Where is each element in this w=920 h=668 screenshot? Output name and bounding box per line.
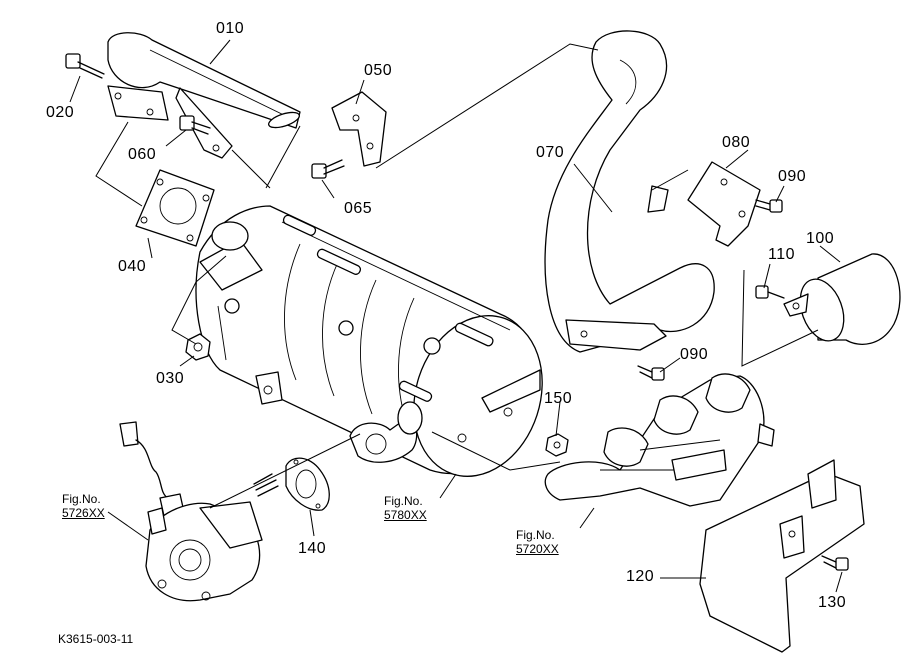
bolt-130: [821, 555, 849, 571]
figure-ref-number: 5780XX: [384, 508, 427, 522]
callout-020: 020: [46, 104, 75, 121]
gasket-040: [135, 169, 215, 247]
callout-140: 140: [298, 540, 327, 557]
stud-bolt: [253, 473, 279, 497]
nut-030: [185, 333, 211, 361]
callout-070: 070: [536, 144, 565, 161]
callout-150: 150: [544, 390, 573, 407]
callout-010: 010: [216, 20, 245, 37]
bracket-080: [687, 161, 761, 247]
drawing-code: K3615-003-11: [58, 632, 134, 646]
turbo-sensor-assembly-5726XX: [119, 421, 263, 602]
figure-ref-5720XX[interactable]: Fig.No. 5720XX: [516, 528, 559, 556]
bolt-110: [755, 285, 785, 299]
figure-ref-number: 5720XX: [516, 542, 559, 556]
callout-065: 065: [344, 200, 373, 217]
callout-110: 110: [768, 246, 796, 263]
inlet-pipe-010: [107, 32, 301, 159]
gasket-140: [285, 457, 330, 511]
callout-130: 130: [818, 594, 847, 611]
bolt-090-lower: [637, 365, 665, 381]
figure-ref-label: Fig.No.: [62, 492, 101, 506]
heat-shield-120: [699, 459, 865, 653]
bolt-090-upper: [755, 199, 783, 213]
figure-ref-label: Fig.No.: [384, 494, 423, 508]
callout-120: 120: [626, 568, 655, 585]
bolt-020: [65, 53, 105, 79]
leader-lines: [69, 39, 843, 593]
figure-ref-5780XX[interactable]: Fig.No. 5780XX: [384, 494, 427, 522]
bolt-060: [179, 115, 211, 135]
callout-040: 040: [118, 258, 147, 275]
nut-150: [545, 433, 569, 457]
tail-cap-100: [783, 253, 901, 345]
bolt-065: [311, 159, 345, 179]
callout-100: 100: [806, 230, 835, 247]
figure-ref-5726XX[interactable]: Fig.No. 5726XX: [62, 492, 105, 520]
callout-050: 050: [364, 62, 393, 79]
callout-090-lower: 090: [680, 346, 709, 363]
callout-030: 030: [156, 370, 185, 387]
bracket-050: [331, 91, 387, 167]
figure-ref-label: Fig.No.: [516, 528, 555, 542]
dpf-muffler-5780XX: [195, 205, 543, 477]
exhaust-manifold-5720XX: [544, 373, 775, 507]
callout-060: 060: [128, 146, 157, 163]
figure-ref-number: 5726XX: [62, 506, 105, 520]
tail-pipe-070: [544, 30, 715, 353]
callout-090-upper: 090: [778, 168, 807, 185]
callout-080: 080: [722, 134, 751, 151]
